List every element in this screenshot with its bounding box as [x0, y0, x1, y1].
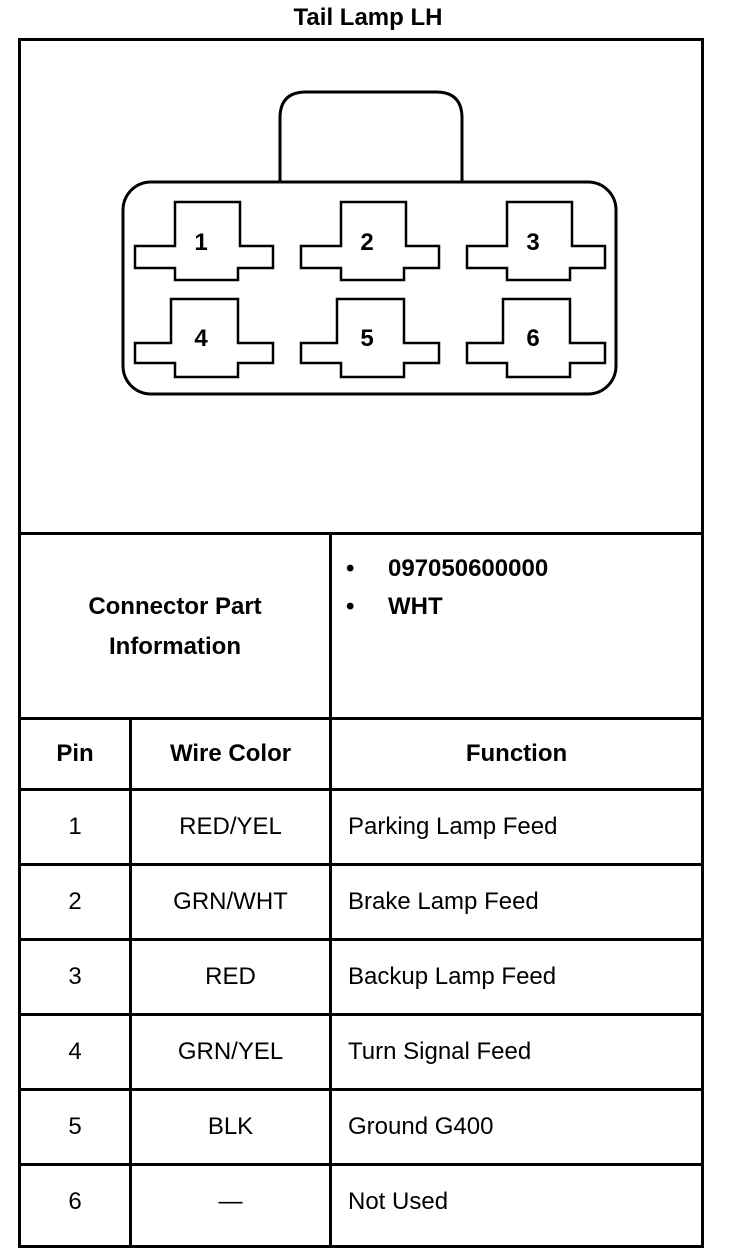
connector-face-drawing: 1 2 3 4 5 6 — [121, 90, 618, 396]
pin-number-label: 4 — [194, 325, 208, 352]
pin-number-label: 6 — [526, 325, 539, 352]
connector-frame — [18, 38, 704, 1248]
terminal-cavity — [299, 297, 441, 379]
row-divider — [18, 1163, 704, 1166]
wire-color-cell: GRN/WHT — [173, 888, 288, 915]
diagram-title: Tail Lamp LH — [293, 4, 443, 31]
part-number-item: • 097050600000 — [346, 550, 548, 588]
bullet-icon: • — [346, 593, 355, 620]
pin-number-label: 5 — [360, 325, 373, 352]
divider-line — [18, 532, 704, 535]
header-underline — [18, 788, 704, 791]
connector-lock-tab — [278, 90, 464, 182]
pin-cell: 3 — [68, 963, 82, 990]
connector-part-label-line1: Connector Part — [88, 592, 262, 620]
row-divider — [18, 1088, 704, 1091]
function-cell: Not Used — [348, 1188, 449, 1215]
header-function: Function — [465, 740, 568, 767]
terminal-cavity — [465, 200, 607, 282]
pin-cell: 5 — [68, 1113, 82, 1140]
row-divider — [18, 863, 704, 866]
function-cell: Ground G400 — [348, 1113, 494, 1140]
function-cell: Backup Lamp Feed — [348, 963, 557, 990]
connector-color-item: • WHT — [346, 588, 548, 626]
function-cell: Parking Lamp Feed — [348, 813, 558, 840]
connector-part-details: • 097050600000 • WHT — [346, 550, 548, 626]
pin-cell: 6 — [68, 1188, 82, 1215]
pin-number-label: 2 — [360, 229, 373, 256]
wire-color-cell: RED/YEL — [179, 813, 282, 840]
connector-body — [121, 180, 618, 396]
column-divider — [329, 532, 332, 1248]
header-wire-color: Wire Color — [169, 740, 292, 767]
wire-color-cell: RED — [205, 963, 256, 990]
pin-cell: 2 — [68, 888, 82, 915]
row-divider — [18, 1013, 704, 1016]
connector-part-label: Connector Part Information — [20, 535, 330, 718]
terminal-cavity — [133, 297, 275, 379]
connector-part-label-line2: Information — [108, 632, 241, 660]
connector-color: WHT — [388, 593, 443, 620]
wire-color-cell: — — [218, 1188, 243, 1215]
pin-number-label: 3 — [526, 229, 539, 256]
bullet-icon: • — [346, 555, 355, 582]
function-cell: Brake Lamp Feed — [348, 888, 539, 915]
pin-cell: 4 — [68, 1038, 82, 1065]
pin-column-divider — [129, 717, 132, 1248]
pin-cell: 1 — [68, 813, 82, 840]
wire-color-cell: GRN/YEL — [177, 1038, 284, 1065]
wire-color-cell: BLK — [207, 1113, 254, 1140]
terminal-cavity — [299, 200, 441, 282]
part-number: 097050600000 — [388, 555, 549, 582]
header-pin: Pin — [56, 740, 94, 767]
function-cell: Turn Signal Feed — [348, 1038, 532, 1065]
row-divider — [18, 938, 704, 941]
pin-number-label: 1 — [194, 229, 207, 256]
table-top-line — [18, 717, 704, 720]
terminal-cavity — [465, 297, 607, 379]
terminal-cavity — [133, 200, 275, 282]
